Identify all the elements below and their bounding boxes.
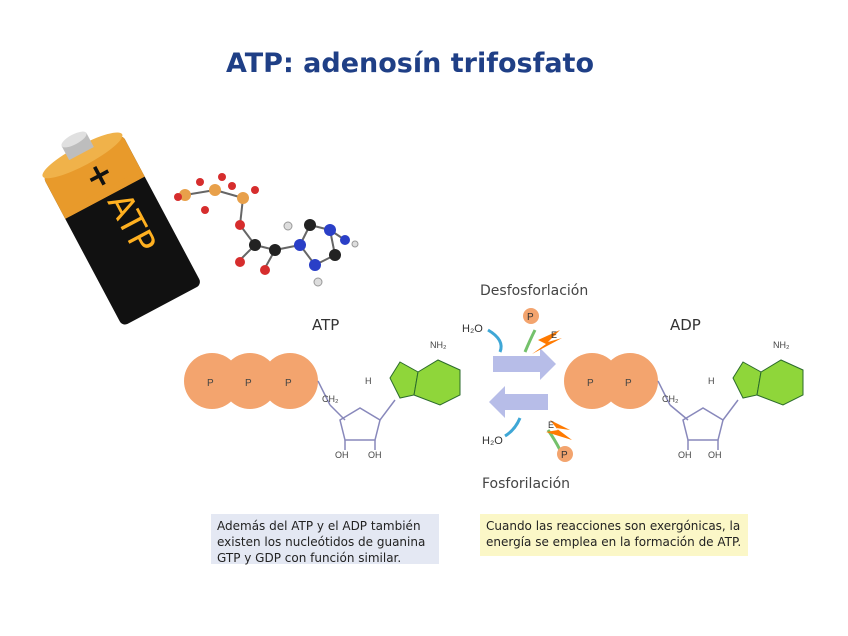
phosphorylation-label: Fosforilación bbox=[482, 476, 570, 492]
atp-oh-2: OH bbox=[368, 450, 382, 460]
battery-icon: + ATP bbox=[42, 131, 200, 325]
dephosphorylation-label: Desfosforlación bbox=[480, 283, 588, 299]
svg-text:P: P bbox=[527, 312, 534, 323]
atp-label: ATP bbox=[312, 316, 339, 334]
note-exergonic: Cuando las reacciones son exergónicas, l… bbox=[480, 514, 748, 556]
molecule-model bbox=[184, 189, 346, 269]
atp-adenine bbox=[389, 359, 461, 406]
note-gtp-gdp: Además del ATP y el ADP también existen … bbox=[211, 514, 439, 565]
svg-text:E: E bbox=[548, 420, 554, 430]
atp-phosphate-group: P P P bbox=[184, 353, 318, 409]
adp-h: H bbox=[708, 376, 715, 386]
svg-text:P: P bbox=[207, 378, 214, 389]
water-bottom: H₂O bbox=[482, 435, 503, 447]
adp-label: ADP bbox=[670, 316, 701, 334]
atp-nh2: NH₂ bbox=[430, 340, 447, 350]
atp-ribose bbox=[317, 380, 396, 450]
adp-nh2: NH₂ bbox=[773, 340, 790, 350]
molecule-atoms bbox=[174, 173, 359, 287]
energy-bolt-bottom bbox=[546, 420, 572, 440]
water-in-arrow bbox=[487, 328, 503, 353]
svg-text:P: P bbox=[587, 378, 594, 389]
atp-oh-1: OH bbox=[335, 450, 349, 460]
adp-ch2: CH₂ bbox=[662, 394, 679, 404]
water-top: H₂O bbox=[462, 323, 483, 335]
svg-text:E: E bbox=[551, 330, 557, 340]
reverse-arrow bbox=[489, 386, 548, 418]
adp-phosphate-group: P P bbox=[564, 353, 658, 409]
adp-oh-2: OH bbox=[708, 450, 722, 460]
water-out-arrow bbox=[504, 417, 522, 438]
adp-ribose bbox=[657, 380, 739, 450]
forward-arrow bbox=[493, 348, 556, 380]
phosphate-released-icon bbox=[523, 308, 539, 324]
svg-text:P: P bbox=[285, 378, 292, 389]
atp-h: H bbox=[365, 376, 372, 386]
page-title: ATP: adenosín trifosfato bbox=[225, 48, 595, 79]
svg-text:P: P bbox=[625, 378, 632, 389]
svg-text:P: P bbox=[561, 450, 568, 461]
svg-text:P: P bbox=[245, 378, 252, 389]
atp-ch2: CH₂ bbox=[322, 394, 339, 404]
adp-oh-1: OH bbox=[678, 450, 692, 460]
adp-adenine bbox=[732, 359, 804, 406]
phosphate-added-icon bbox=[557, 446, 573, 462]
energy-bolt-top bbox=[532, 330, 562, 354]
